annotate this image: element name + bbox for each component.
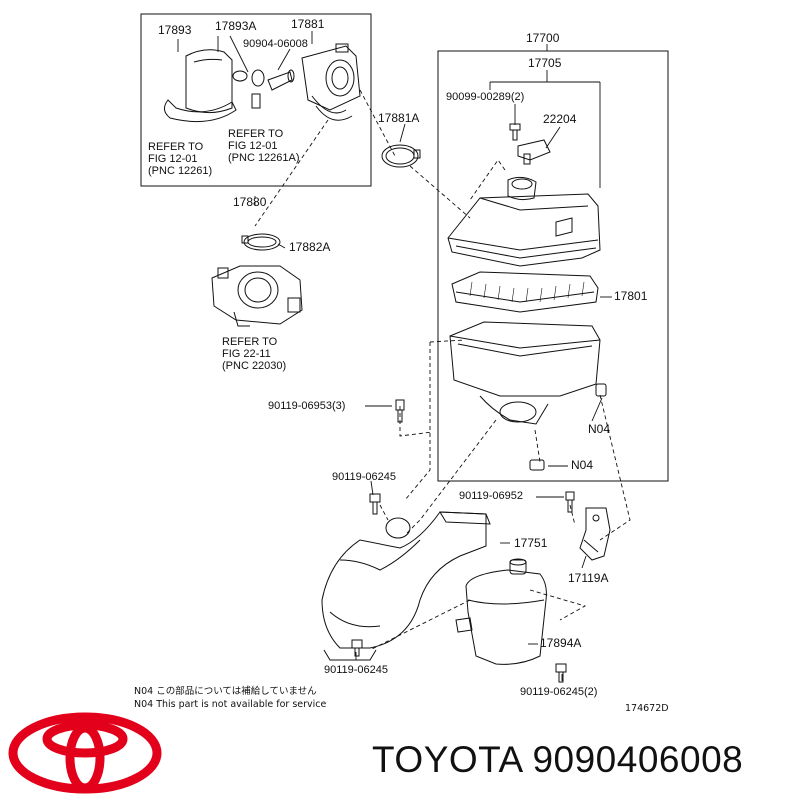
callout-22204: 22204 — [543, 112, 577, 126]
refer-fig-12-01-pnc-12261a: REFER TO FIG 12-01 (PNC 12261A) — [228, 128, 300, 164]
inset-frame-air-cleaner — [437, 50, 669, 482]
callout-17894a: 17894A — [540, 636, 582, 650]
callout-17893a: 17893A — [215, 19, 257, 33]
bolts — [351, 123, 575, 683]
air-filter-element — [451, 271, 599, 313]
leader-lines — [177, 31, 612, 681]
callout-17801: 17801 — [614, 289, 648, 303]
bracket-17119a — [579, 507, 611, 561]
callout-17119a: 17119A — [568, 571, 609, 585]
clamp-17881a — [381, 144, 421, 168]
note-n04-english: N04 This part is not available for servi… — [134, 699, 327, 710]
callout-17705: 17705 — [528, 56, 562, 70]
assembly-dash-lines — [254, 89, 631, 651]
callout-90119-06245-bottom: 90119-06245 — [324, 664, 389, 676]
callout-90119-06245-2: 90119-06245(2) — [520, 686, 598, 698]
resonator-17894a — [455, 558, 547, 665]
brand-part-number: TOYOTA 9090406008 — [372, 739, 744, 780]
callout-17893: 17893 — [158, 23, 192, 37]
air-cleaner-case — [449, 321, 607, 425]
toyota-logo — [8, 712, 162, 794]
inset-frame-left — [140, 13, 372, 187]
note-n04-japanese: N04 この部品については補給していません — [134, 686, 317, 697]
air-cleaner-cover — [447, 176, 601, 267]
refer-fig-12-01-pnc-12261: REFER TO FIG 12-01 (PNC 12261) — [148, 141, 213, 177]
callout-17881a: 17881A — [378, 111, 420, 125]
throttle-body — [211, 265, 303, 327]
grommet-n04 — [529, 459, 545, 471]
callout-17880: 17880 — [233, 195, 267, 209]
intake-hose-17893 — [164, 49, 237, 123]
air-inlet-duct — [321, 511, 491, 661]
diagram-id: 174672D — [625, 703, 669, 714]
callout-90119-06952: 90119-06952 — [459, 490, 524, 502]
callout-90119-06953: 90119-06953(3) — [268, 400, 346, 412]
callout-n04-grommet: N04 — [571, 458, 594, 472]
callout-90099-00289: 90099-00289(2) — [446, 91, 525, 103]
callout-17882a: 17882A — [289, 240, 331, 254]
hose-connector-90904 — [251, 69, 295, 109]
callout-90904-06008: 90904-06008 — [243, 38, 308, 50]
callout-17751: 17751 — [514, 536, 548, 550]
callout-17881: 17881 — [291, 17, 325, 31]
air-flow-meter-17881 — [301, 43, 361, 121]
clamp-17893a — [232, 69, 265, 87]
sensor-22204 — [517, 139, 551, 165]
refer-fig-22-11-pnc-22030: REFER TO FIG 22-11 (PNC 22030) — [222, 336, 287, 372]
callout-17700: 17700 — [526, 31, 560, 45]
callout-n04-case: N04 — [588, 422, 611, 436]
clamp-17882a — [241, 233, 281, 251]
callout-90119-06245-top: 90119-06245 — [332, 471, 397, 483]
